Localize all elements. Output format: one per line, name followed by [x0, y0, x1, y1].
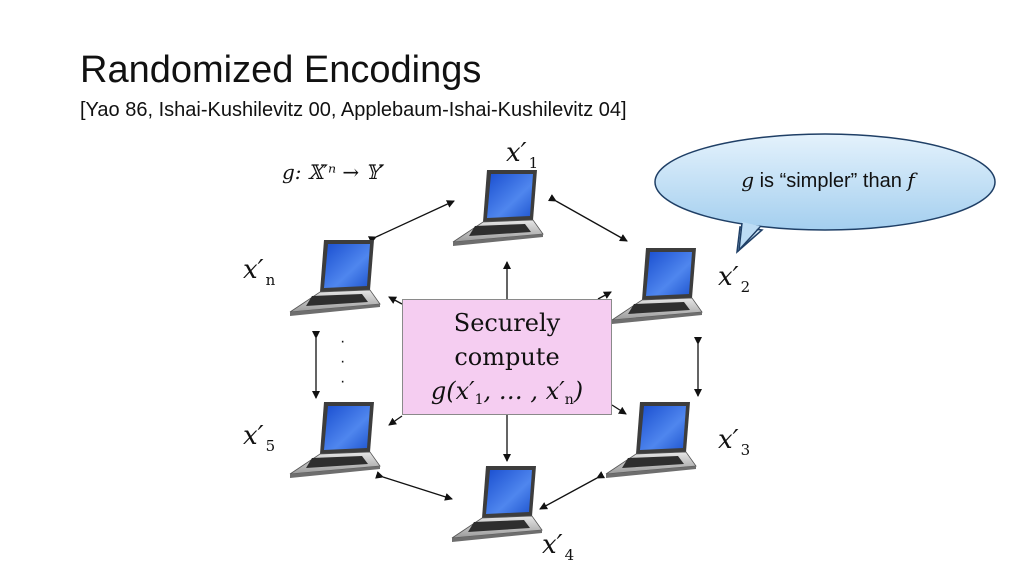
bubble-g: g	[741, 168, 755, 192]
slide-title: Randomized Encodings	[80, 49, 482, 91]
center-formula: g(x′1, … , x′n)	[430, 377, 584, 408]
secure-compute-box: Securely compute g(x′1, … , x′n)	[402, 299, 612, 415]
spoke-5	[388, 415, 403, 426]
speech-bubble	[654, 133, 996, 254]
laptop-icon	[289, 240, 381, 316]
party-label-n: x′n	[243, 255, 276, 289]
center-line-1: Securely	[453, 309, 561, 337]
laptop-icon	[605, 402, 697, 478]
party-label-3: x′3	[718, 425, 751, 459]
slide-subtitle: [Yao 86, Ishai-Kushilevitz 00, Applebaum…	[80, 99, 627, 121]
bubble-text: g is “simpler” than f	[658, 168, 998, 193]
spoke-n	[388, 296, 403, 305]
function-definition: g: 𝕏′ⁿ → 𝕐′	[282, 160, 385, 184]
edge-n-1	[367, 200, 455, 244]
spoke-3	[611, 404, 627, 415]
party-label-4: x′4	[542, 530, 575, 564]
center-line-2: compute	[454, 343, 560, 371]
bubble-phrase: is “simpler” than	[754, 170, 908, 192]
laptop-icon	[611, 248, 703, 324]
bubble-f: f	[907, 168, 915, 192]
party-label-2: x′2	[718, 262, 751, 296]
edge-3-4	[539, 471, 606, 510]
laptop-icon	[452, 170, 544, 246]
spoke-2	[597, 291, 612, 300]
edge-5-4	[375, 471, 453, 501]
edge-1-2	[547, 194, 628, 242]
laptop-icon	[451, 466, 543, 542]
ellipsis-dots: · · ·	[340, 333, 346, 390]
laptop-icon	[289, 402, 381, 478]
party-label-1: x′1	[506, 138, 539, 172]
party-label-5: x′5	[243, 421, 276, 455]
